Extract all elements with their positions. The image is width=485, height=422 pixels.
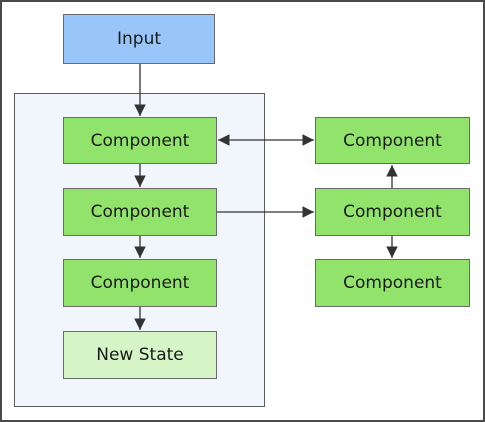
input-node: Input	[63, 14, 215, 64]
side-component-bottom: Component	[315, 259, 470, 307]
component-node-3-label: Component	[90, 273, 190, 293]
side-component-top: Component	[315, 117, 470, 164]
new-state-node-label: New State	[96, 345, 184, 365]
input-node-label: Input	[116, 29, 162, 49]
side-component-middle-label: Component	[343, 202, 442, 222]
side-component-top-label: Component	[343, 130, 442, 151]
component-node-2-label: Component	[90, 202, 190, 222]
side-component-middle: Component	[315, 188, 470, 236]
component-node-3: Component	[63, 259, 217, 307]
component-node-1-label: Component	[90, 130, 190, 151]
new-state-node: New State	[63, 331, 217, 379]
component-node-1: Component	[63, 117, 217, 164]
side-component-bottom-label: Component	[343, 273, 442, 293]
component-node-2: Component	[63, 188, 217, 236]
